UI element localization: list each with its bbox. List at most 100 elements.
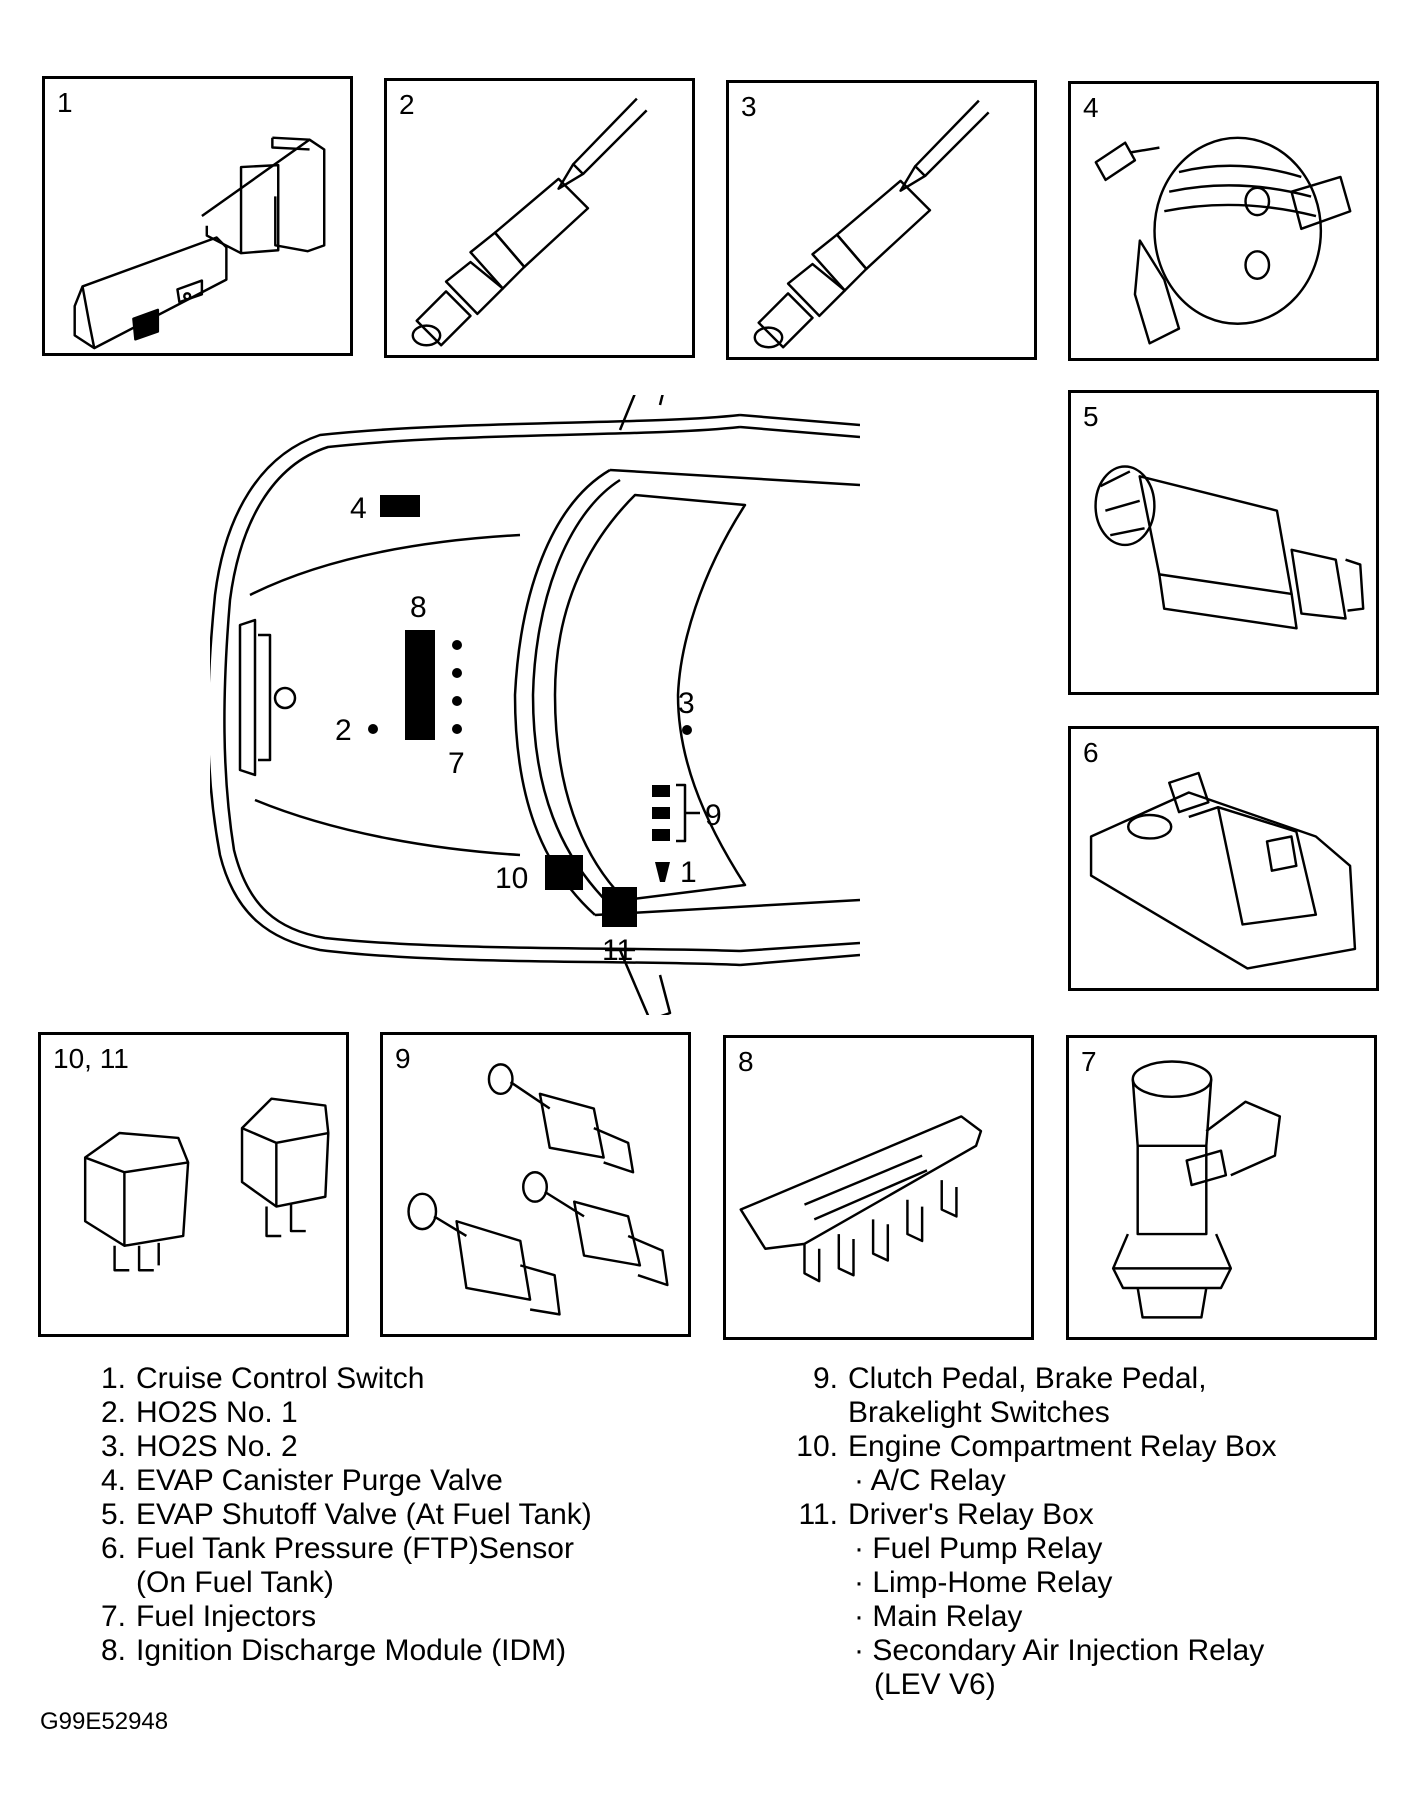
panel-cruise-control-switch: 1 bbox=[42, 76, 353, 356]
marker-cruise-switch bbox=[655, 862, 670, 882]
legend-number: 5. bbox=[100, 1498, 126, 1531]
legend-text: HO2S No. 1 bbox=[136, 1396, 298, 1429]
legend-right: 9. Clutch Pedal, Brake Pedal,Brakelight S… bbox=[780, 1362, 1277, 1702]
panel-number: 8 bbox=[738, 1046, 754, 1077]
legend-text: · Fuel Pump Relay bbox=[854, 1532, 1103, 1565]
marker-injector bbox=[452, 724, 462, 734]
legend-item: 5. EVAP Shutoff Valve (At Fuel Tank) bbox=[78, 1498, 592, 1532]
legend-item: 1. Cruise Control Switch bbox=[78, 1362, 592, 1396]
callout-3: 3 bbox=[678, 687, 695, 720]
legend-item: 7.Fuel Injectors bbox=[78, 1600, 592, 1634]
callout-10: 10 bbox=[495, 862, 528, 895]
ho2s-sensor-drawing bbox=[753, 99, 990, 349]
panel-relays: 10, 11 bbox=[38, 1032, 349, 1337]
marker-evap-purge-valve bbox=[380, 495, 420, 517]
panel-number: 9 bbox=[395, 1043, 411, 1074]
legend-text: Clutch Pedal, Brake Pedal, bbox=[848, 1362, 1207, 1395]
marker-ho2s-1 bbox=[368, 724, 378, 734]
callout-9: 9 bbox=[705, 799, 722, 832]
legend-item: 10.Engine Compartment Relay Box bbox=[780, 1430, 1277, 1464]
panel-number: 4 bbox=[1083, 92, 1099, 123]
legend-text: Engine Compartment Relay Box bbox=[848, 1430, 1277, 1463]
pedal-switch-drawing bbox=[407, 1063, 669, 1316]
legend-text: Brakelight Switches bbox=[848, 1396, 1110, 1429]
legend-text: (On Fuel Tank) bbox=[136, 1566, 334, 1599]
panel-fuel-tank-pressure-sensor: 6 bbox=[1068, 726, 1379, 991]
legend-item: · Main Relay bbox=[780, 1600, 1277, 1634]
legend-number: 4. bbox=[100, 1464, 126, 1497]
marker-pedal-switch bbox=[652, 785, 670, 797]
panel-pedal-switches: 9 bbox=[380, 1032, 691, 1337]
legend-item: 11. Driver's Relay Box bbox=[780, 1498, 1277, 1532]
panel-ho2s-no-2: 3 bbox=[726, 80, 1037, 360]
marker-pedal-switch bbox=[652, 807, 670, 819]
legend-number: 11. bbox=[798, 1498, 838, 1531]
legend-number: 2. bbox=[100, 1396, 126, 1429]
legend-item: 6.Fuel Tank Pressure (FTP)Sensor bbox=[78, 1532, 592, 1566]
vehicle-overview-diagram: 4 8 2 7 3 9 1 10 11 bbox=[210, 395, 860, 1015]
legend-text: · Limp-Home Relay bbox=[854, 1566, 1113, 1599]
relay-drawing bbox=[83, 1097, 330, 1272]
panel-number: 6 bbox=[1083, 737, 1099, 768]
marker-injector bbox=[452, 668, 462, 678]
callout-7: 7 bbox=[448, 747, 465, 780]
figure-id: G99E52948 bbox=[40, 1708, 169, 1735]
legend-text: Driver's Relay Box bbox=[848, 1498, 1094, 1531]
legend-text: · Main Relay bbox=[854, 1600, 1023, 1633]
legend-item: 9. Clutch Pedal, Brake Pedal, bbox=[780, 1362, 1277, 1396]
panel-fuel-injectors: 7 bbox=[1066, 1035, 1377, 1340]
legend-number: 3. bbox=[100, 1430, 126, 1463]
legend-item: · A/C Relay bbox=[780, 1464, 1277, 1498]
purge-valve-drawing bbox=[1094, 136, 1352, 345]
panel-number: 2 bbox=[399, 89, 415, 120]
callout-2: 2 bbox=[335, 714, 352, 747]
legend-number bbox=[780, 1634, 848, 1668]
panel-number: 10, 11 bbox=[53, 1043, 129, 1074]
legend-number: 8. bbox=[100, 1634, 126, 1667]
marker-injector bbox=[452, 696, 462, 706]
legend-number bbox=[780, 1464, 848, 1498]
legend-item: 2. HO2S No. 1 bbox=[78, 1396, 592, 1430]
legend-item: (On Fuel Tank) bbox=[78, 1566, 592, 1600]
legend-item: 4. EVAP Canister Purge Valve bbox=[78, 1464, 592, 1498]
legend-text: EVAP Shutoff Valve (At Fuel Tank) bbox=[136, 1498, 592, 1531]
panel-number: 3 bbox=[741, 91, 757, 122]
panel-number: 7 bbox=[1081, 1046, 1097, 1077]
legend-item: 8.Ignition Discharge Module (IDM) bbox=[78, 1634, 592, 1668]
legend-item: 3.HO2S No. 2 bbox=[78, 1430, 592, 1464]
marker-pedal-switch bbox=[652, 829, 670, 841]
legend-item: · Secondary Air Injection Relay bbox=[780, 1634, 1277, 1668]
legend-number bbox=[780, 1396, 848, 1430]
legend-number: 9. bbox=[812, 1362, 838, 1395]
shutoff-valve-drawing bbox=[1094, 465, 1365, 630]
legend-item: · Fuel Pump Relay bbox=[780, 1532, 1277, 1566]
legend-number bbox=[780, 1532, 848, 1566]
fuel-injector-drawing bbox=[1111, 1060, 1282, 1319]
legend-text: (LEV V6) bbox=[874, 1668, 996, 1701]
marker-injector bbox=[452, 640, 462, 650]
panel-number: 5 bbox=[1083, 401, 1099, 432]
legend-item: Brakelight Switches bbox=[780, 1396, 1277, 1430]
legend-text: EVAP Canister Purge Valve bbox=[136, 1464, 503, 1497]
legend-number bbox=[780, 1566, 848, 1600]
marker-ho2s-2 bbox=[682, 725, 692, 735]
cruise-control-switch-drawing bbox=[73, 136, 326, 350]
legend-number bbox=[780, 1668, 848, 1702]
legend-number bbox=[78, 1566, 136, 1600]
legend-text: Fuel Injectors bbox=[136, 1600, 317, 1633]
panel-ho2s-no-1: 2 bbox=[384, 78, 695, 358]
callout-4: 4 bbox=[350, 492, 367, 525]
legend-text: · A/C Relay bbox=[854, 1464, 1006, 1497]
legend-number: 1. bbox=[100, 1362, 126, 1395]
ho2s-sensor-drawing bbox=[411, 97, 648, 347]
panel-evap-canister-purge-valve: 4 bbox=[1068, 81, 1379, 361]
marker-drivers-relay-box bbox=[602, 887, 637, 927]
callout-1: 1 bbox=[680, 856, 697, 889]
legend-text: · Secondary Air Injection Relay bbox=[854, 1634, 1265, 1667]
panel-number: 1 bbox=[57, 87, 73, 118]
legend-text: Cruise Control Switch bbox=[136, 1362, 425, 1395]
marker-idm bbox=[405, 630, 435, 740]
legend-text: Fuel Tank Pressure (FTP)Sensor bbox=[136, 1532, 574, 1565]
panel-evap-shutoff-valve: 5 bbox=[1068, 390, 1379, 695]
